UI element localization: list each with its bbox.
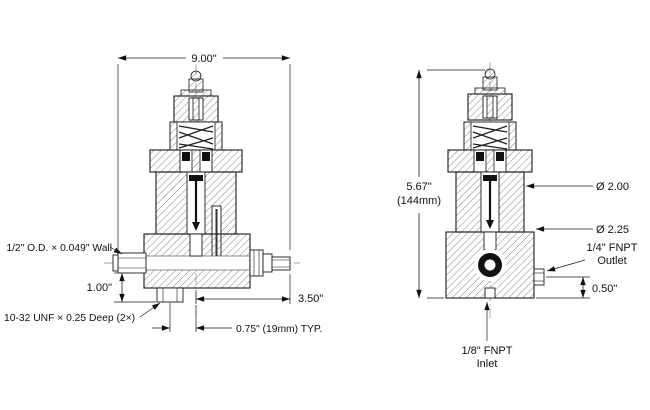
tube-spec-label: 1/2" O.D. × 0.049" Wall (6, 243, 112, 254)
thread-callout: 10-32 UNF × 0.25 Deep (2×) (4, 313, 135, 324)
left-view: 9.00" 1/2" O.D. × 0.049" Wall 1.00" 3.50… (4, 53, 323, 335)
outlet-label-line1: 1/4" FNPT (587, 242, 638, 254)
left-spring-housing (169, 121, 223, 151)
dim-outlet-height: 0.50" (592, 283, 617, 295)
dim-overall-width: 9.00" (191, 53, 216, 65)
dim-hole-spacing: 0.75" (19mm) TYP. (236, 324, 322, 335)
dim-port-height: 1.00" (87, 282, 112, 294)
outlet-label-line2: Outlet (597, 255, 626, 267)
left-outlet-fitting (249, 249, 291, 277)
dim-dia-base: Ø 2.25 (596, 224, 629, 236)
inlet-label-line1: 1/8" FNPT (462, 345, 513, 357)
dim-overall-height-mm: (144mm) (397, 195, 441, 207)
dim-overall-height-in: 5.67" (406, 181, 431, 193)
left-inlet-tube (112, 252, 147, 274)
right-spring-housing (463, 121, 517, 151)
left-bonnet (149, 149, 243, 173)
right-dimensions: 5.67" (144mm) Ø 2.00 Ø 2.25 1/4" FNPT Ou… (397, 69, 638, 370)
left-dimensions: 9.00" 1/2" O.D. × 0.049" Wall 1.00" 3.50… (4, 53, 323, 335)
right-adjustment-stem (467, 68, 513, 121)
left-lower-block (143, 233, 251, 289)
dim-dia-body: Ø 2.00 (596, 181, 629, 193)
right-bonnet (447, 149, 533, 173)
left-adjustment-stem (173, 70, 219, 123)
dim-fitting-offset: 3.50" (298, 293, 323, 305)
right-view: 5.67" (144mm) Ø 2.00 Ø 2.25 1/4" FNPT Ou… (397, 62, 638, 370)
inlet-label-line2: Inlet (477, 358, 498, 370)
left-bottom-ports (156, 287, 184, 303)
right-lower-block (445, 231, 545, 299)
right-upper-body (455, 171, 525, 233)
